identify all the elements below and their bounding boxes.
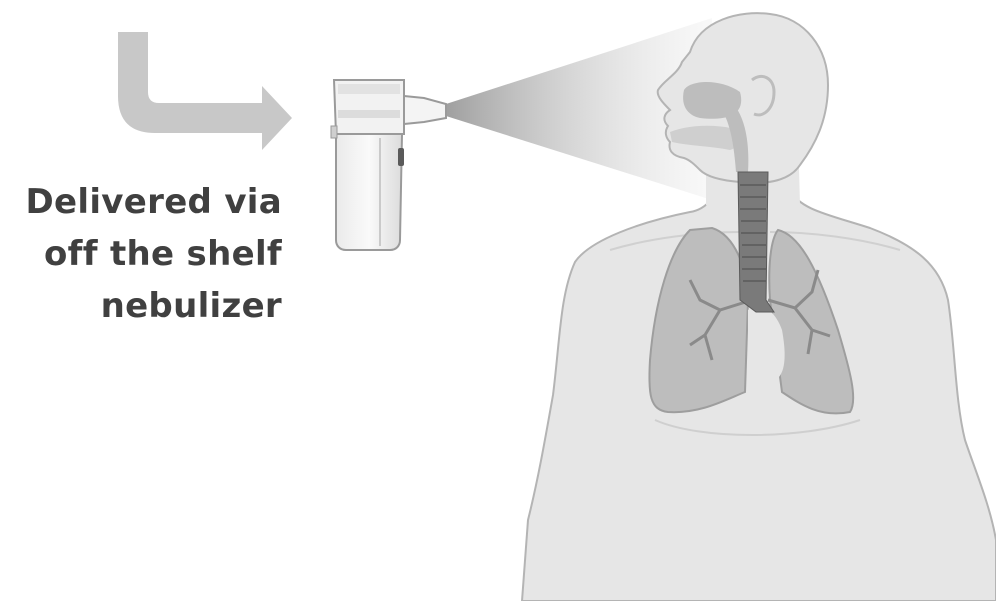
caption-line-3: nebulizer [26, 280, 282, 332]
caption-line-1: Delivered via [26, 176, 282, 228]
bent-arrow-icon [118, 32, 292, 150]
caption: Delivered via off the shelf nebulizer [26, 176, 282, 332]
caption-line-2: off the shelf [26, 228, 282, 280]
nebulizer-icon [331, 80, 446, 250]
